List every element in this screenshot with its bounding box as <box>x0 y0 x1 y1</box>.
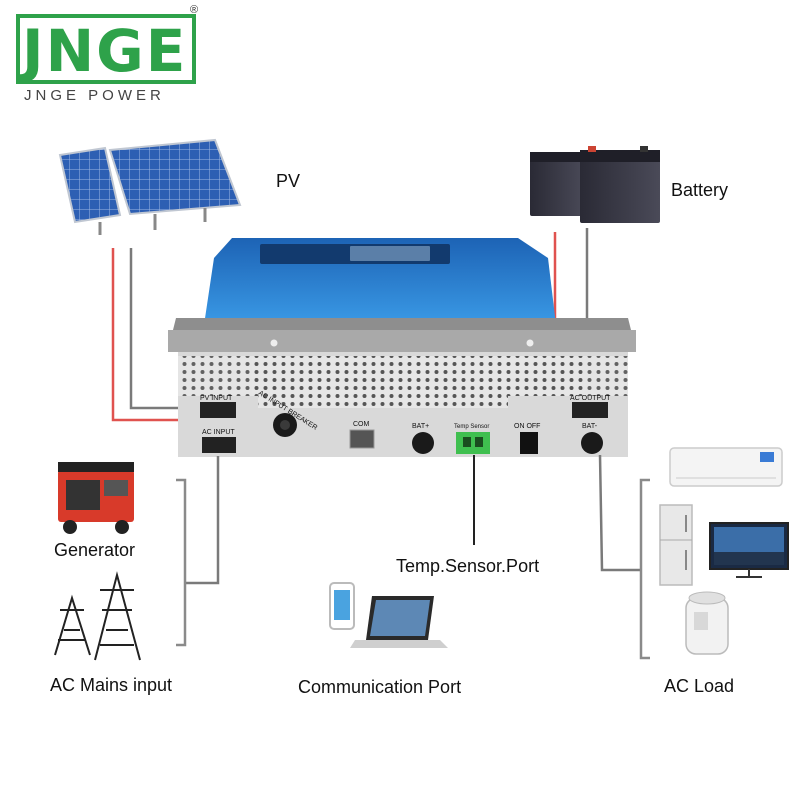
ac-input-label: AC INPUT <box>202 429 235 436</box>
power-switch-icon <box>520 432 538 454</box>
battery-label: Battery <box>671 180 729 200</box>
inverter-housing <box>168 238 636 457</box>
ac-mains-input-label: AC Mains input <box>50 675 173 695</box>
temp-sensor-port-label: Temp.Sensor.Port <box>396 556 540 576</box>
logo-frame <box>16 14 196 84</box>
pv-input-label: PV INPUT <box>200 395 233 402</box>
logo-wordmark: JNGE <box>22 17 188 85</box>
ac-input-terminal <box>202 437 236 453</box>
com-port-icon <box>349 429 375 449</box>
bat-minus-label: BAT- <box>582 423 598 430</box>
air-conditioner-icon <box>669 447 783 487</box>
pv-input-terminal <box>200 402 236 418</box>
refrigerator-icon <box>659 504 693 586</box>
temp-sensor-panel-label: Temp Sensor <box>454 424 489 430</box>
solar-panel-icon <box>58 138 242 235</box>
bat-minus-terminal <box>581 432 603 454</box>
generator-label: Generator <box>54 540 136 560</box>
bat-plus-label: BAT+ <box>412 423 429 430</box>
on-off-label: ON OFF <box>514 423 540 430</box>
ac-output-label: AC OUTPUT <box>570 395 611 402</box>
communication-port-label: Communication Port <box>298 677 462 697</box>
transmission-tower-icon <box>54 571 141 661</box>
ac-load-label: AC Load <box>664 676 735 696</box>
com-label: COM <box>353 421 370 428</box>
connector-lines <box>176 454 650 660</box>
ac-output-terminal <box>572 402 608 418</box>
logo-registered-mark: ® <box>190 4 199 16</box>
generator-icon <box>58 462 134 534</box>
pv-label: PV <box>276 171 301 191</box>
logo-subtitle: JNGE POWER <box>24 87 165 104</box>
panel-ports <box>200 402 608 454</box>
phone-laptop-icon <box>329 582 448 648</box>
water-dispenser-icon <box>685 591 729 655</box>
television-icon <box>709 522 789 578</box>
pv-wires <box>111 248 198 422</box>
bat-plus-terminal <box>412 432 434 454</box>
temp-sensor-port-icon <box>456 432 490 454</box>
battery-icon <box>530 146 660 223</box>
